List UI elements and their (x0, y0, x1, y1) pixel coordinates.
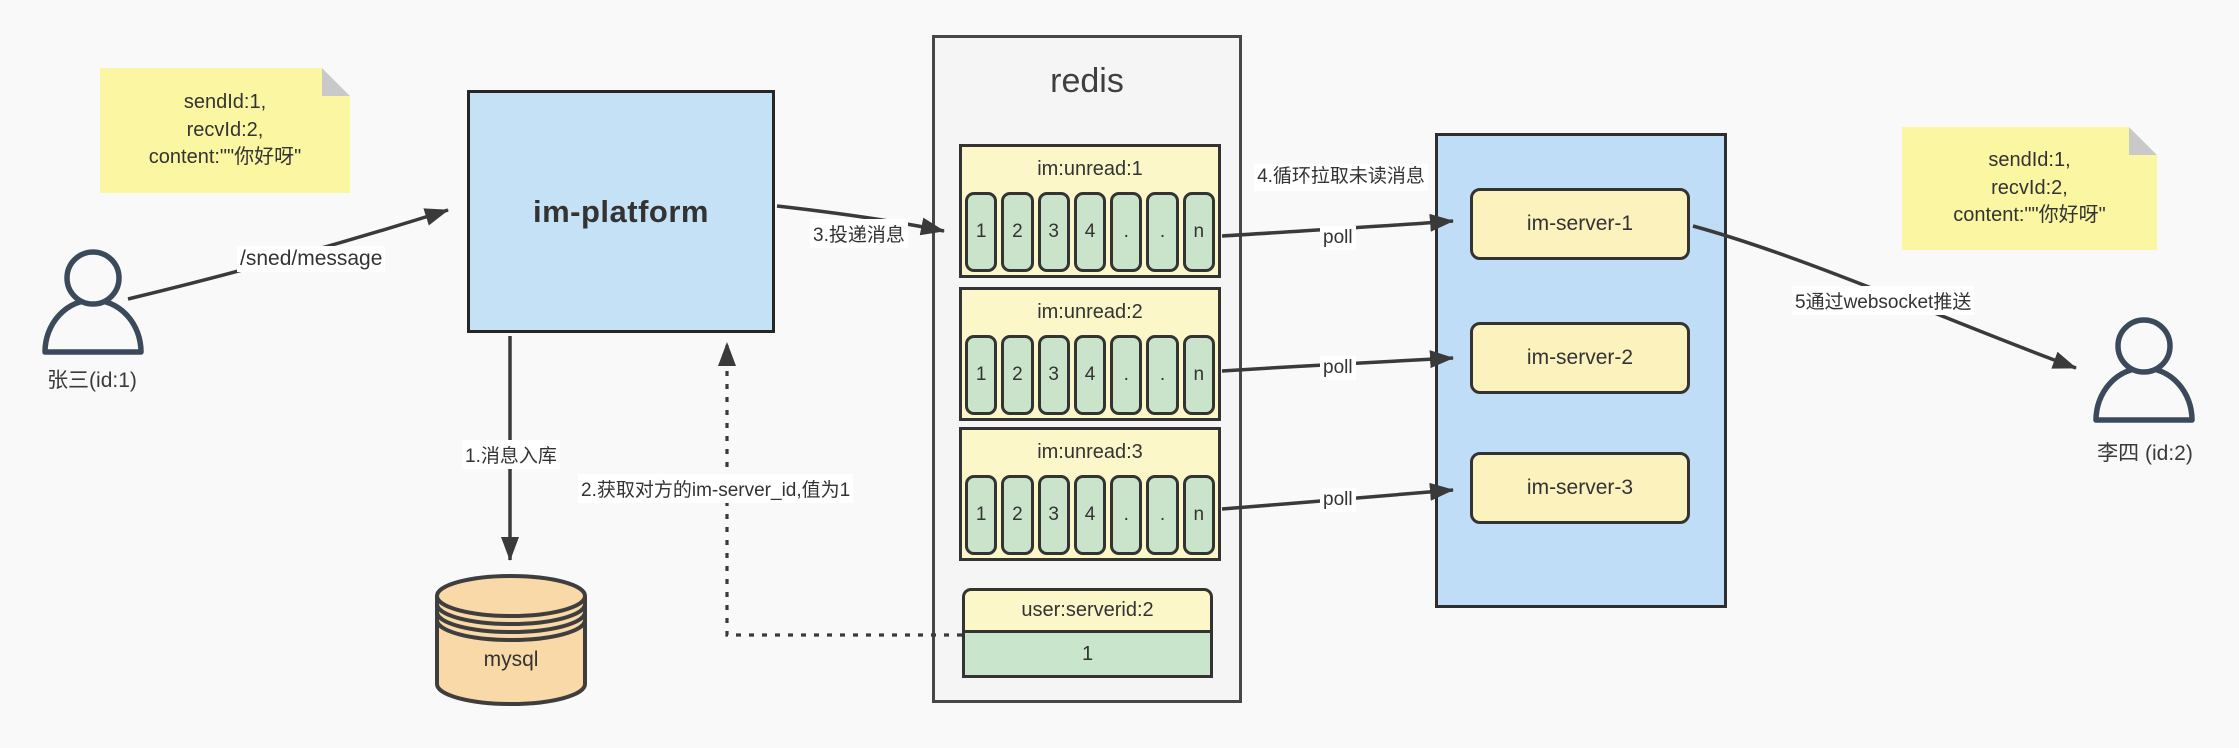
redis-kv-value: 1 (962, 633, 1213, 678)
queue-cell: 4 (1073, 192, 1107, 272)
im-server-2-label: im-server-2 (1526, 346, 1634, 369)
edge-label-step5: 5通过websocket推送 (1792, 286, 1975, 315)
queue-cell: 4 (1073, 335, 1107, 415)
queue-cell: 3 (1037, 335, 1070, 415)
note-receiver-text: sendId:1, recvId:2, content:""你好呀" (1953, 147, 2105, 230)
receiver-label: 李四 (id:2) (2097, 442, 2193, 465)
redis-kv-key: user:serverid:2 (962, 588, 1213, 633)
queue-cell: 2 (1001, 192, 1034, 272)
redis-list-im-unread-3: im:unread:3 1 2 3 4 . . n (959, 427, 1221, 561)
note-line: content:""你好呀" (148, 146, 302, 169)
edge-label-step1: 1.消息入库 (462, 440, 560, 469)
redis-list-cells: 1 2 3 4 . . n (962, 192, 1218, 272)
queue-cell: . (1146, 335, 1179, 415)
note-line: content:""你好呀" (1953, 204, 2106, 227)
queue-cell: n (1182, 335, 1215, 415)
queue-cell: 3 (1037, 192, 1070, 272)
queue-cell: 3 (1037, 475, 1070, 555)
im-platform-label: im-platform (533, 193, 709, 229)
redis-list-cells: 1 2 3 4 . . n (962, 335, 1218, 415)
mysql-label: mysql (483, 648, 539, 671)
sender-label: 张三(id:1) (47, 369, 137, 392)
im-server-2-node: im-server-2 (1470, 322, 1690, 394)
queue-cell: 1 (965, 335, 998, 415)
redis-list-im-unread-2: im:unread:2 1 2 3 4 . . n (959, 287, 1221, 421)
note-line: sendId:1, (183, 91, 267, 114)
queue-cell: . (1110, 192, 1143, 272)
redis-list-cells: 1 2 3 4 . . n (962, 475, 1218, 555)
queue-cell: 4 (1073, 475, 1107, 555)
edge-label-send-message: /sned/message (237, 246, 386, 272)
im-platform-node: im-platform (467, 90, 775, 333)
redis-kv-user-serverid: user:serverid:2 1 (962, 588, 1213, 678)
im-server-1-node: im-server-1 (1470, 188, 1690, 260)
edge-label-poll-2: poll (1320, 356, 1356, 380)
queue-cell: n (1182, 475, 1215, 555)
redis-list-key: im:unread:1 (1037, 158, 1143, 180)
queue-cell: 1 (965, 475, 998, 555)
note-line: sendId:1, (1988, 149, 2071, 172)
note-line: recvId:2, (186, 118, 264, 141)
note-sender-text: sendId:1, recvId:2, content:""你好呀" (149, 89, 301, 172)
queue-cell: n (1182, 192, 1215, 272)
user-icon-sender (42, 249, 144, 355)
redis-list-im-unread-1: im:unread:1 1 2 3 4 . . n (959, 144, 1221, 278)
queue-cell: 2 (1001, 475, 1034, 555)
user-icon-receiver (2093, 317, 2195, 423)
redis-title: redis (1050, 62, 1124, 100)
queue-cell: . (1110, 475, 1143, 555)
im-server-3-node: im-server-3 (1470, 452, 1690, 524)
edge-label-step2: 2.获取对方的im-server_id,值为1 (578, 474, 854, 503)
edge-label-poll-1: poll (1320, 226, 1356, 250)
redis-list-key: im:unread:2 (1037, 301, 1143, 323)
im-server-3-label: im-server-3 (1526, 476, 1634, 499)
edge-label-poll-3: poll (1320, 488, 1356, 512)
note-line: recvId:2, (1991, 176, 2068, 199)
note-receiver-payload: sendId:1, recvId:2, content:""你好呀" (1902, 127, 2157, 250)
mysql-cylinder-icon (435, 574, 587, 706)
queue-cell: . (1110, 335, 1143, 415)
queue-cell: . (1146, 192, 1179, 272)
im-server-1-label: im-server-1 (1526, 212, 1634, 235)
note-sender-payload: sendId:1, recvId:2, content:""你好呀" (100, 68, 350, 193)
queue-cell: 1 (965, 192, 998, 272)
queue-cell: . (1146, 475, 1179, 555)
note-fold-corner (322, 68, 350, 96)
queue-cell: 2 (1001, 335, 1034, 415)
redis-list-key: im:unread:3 (1037, 441, 1143, 463)
edge-label-step3: 3.投递消息 (810, 219, 908, 248)
note-fold-corner (2129, 127, 2157, 155)
edge-label-step4: 4.循环拉取未读消息 (1254, 164, 1428, 191)
